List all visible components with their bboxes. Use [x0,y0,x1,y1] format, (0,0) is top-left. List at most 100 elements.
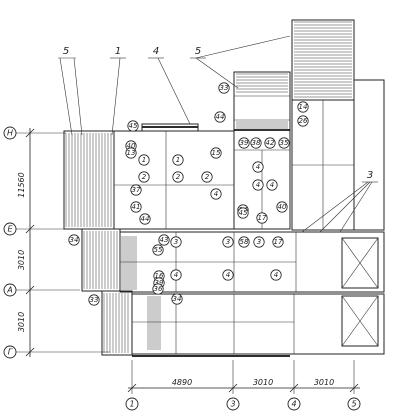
dim-col-3: 3010 [314,378,334,387]
element-mark-icon: 4 [170,269,182,281]
row-axis-bubble-a: А [3,283,17,297]
element-mark-icon: 41 [130,201,142,213]
element-mark-icon: 45 [237,207,249,219]
dim-row-2: 3010 [17,250,26,270]
element-mark-icon: 17 [272,236,284,248]
callout-leaders [58,35,378,233]
element-mark-label: 43 [160,236,169,244]
element-mark-label: 3 [226,238,230,246]
element-mark-icon: 4 [266,179,278,191]
element-mark-icon: 44 [214,111,226,123]
col-axis-bubble-1: 1 [125,397,139,411]
shaft-cross-icon [341,237,379,347]
axis-label: 4 [291,400,296,409]
axis-label: 3 [230,400,235,409]
element-mark-label: 58 [240,238,249,246]
element-mark-icon: 34 [68,234,80,246]
element-mark-label: 41 [132,203,141,211]
element-mark-label: 3 [257,238,261,246]
element-mark-icon: 55 [152,244,164,256]
axis-label: 5 [351,400,356,409]
dim-col-2: 3010 [253,378,273,387]
element-mark-label: 26 [299,117,308,125]
element-mark-icon: 36 [152,283,164,295]
element-mark-icon: 2 [172,171,184,183]
element-mark-label: 44 [216,113,225,121]
element-mark-icon: 33 [88,294,100,306]
element-mark-label: 2 [205,173,210,181]
element-mark-label: 4 [274,271,278,279]
element-mark-icon: 2 [201,171,213,183]
column-axis-lines [131,360,355,394]
col-axis-bubble-4: 4 [287,397,301,411]
element-mark-icon: 17 [256,212,268,224]
callout-5-left: 5 [63,46,69,57]
element-mark-label: 3 [174,238,178,246]
dim-row-1: 11560 [17,172,26,197]
element-mark-label: 1 [176,156,180,164]
callout-1: 1 [115,46,121,57]
building-walls [63,19,385,357]
element-mark-icon: 1 [172,154,184,166]
element-mark-icon: 39 [238,137,250,149]
axis-label: Г [8,348,13,357]
element-mark-label: 4 [256,181,260,189]
element-mark-label: 17 [274,238,283,246]
element-mark-icon: 44 [139,213,151,225]
element-mark-icon: 33 [218,82,230,94]
element-mark-label: 33 [220,84,229,92]
axis-bubble-icon [3,283,17,297]
axis-bubble-icon [347,397,361,411]
row-axis-bubble-e: Е [3,222,17,236]
element-mark-label: 1 [142,156,146,164]
element-mark-icon: 26 [297,115,309,127]
element-mark-label: 39 [155,279,164,287]
element-mark-icon: 1 [138,154,150,166]
element-mark-label: 35 [280,139,289,147]
axis-bubble-icon [226,397,240,411]
element-mark-icon: 4 [252,179,264,191]
element-mark-icon: 14 [297,101,309,113]
element-mark-icon: 2 [138,171,150,183]
element-mark-label: 4 [256,163,260,171]
callout-4: 4 [153,46,159,57]
axis-label: А [6,286,12,295]
element-marks: 3345404439384235142613111522244374441144… [68,82,309,306]
dim-row-3: 3010 [17,312,26,332]
row-axis-bubble-g: Г [3,345,17,359]
stair-hatch-icon [65,21,352,353]
element-mark-icon: 37 [130,184,142,196]
element-mark-label: 39 [240,139,249,147]
axis-label: Е [7,225,13,234]
element-mark-icon: 3 [170,236,182,248]
element-mark-label: 17 [258,214,267,222]
element-mark-label: 13 [127,149,136,157]
element-mark-icon: 45 [127,120,139,132]
element-mark-icon: 4 [210,188,222,200]
axis-bubble-icon [287,397,301,411]
element-mark-label: 45 [129,122,138,130]
horizontal-dimension-chain [127,383,360,393]
element-mark-icon: 38 [250,137,262,149]
element-mark-label: 37 [132,186,141,194]
element-mark-icon: 34 [171,293,183,305]
axis-bubble-icon [3,345,17,359]
axis-label: Н [7,129,13,138]
element-mark-icon: 4 [222,269,234,281]
element-mark-label: 36 [154,285,163,293]
element-mark-icon: 4 [270,269,282,281]
element-mark-icon: 35 [278,137,290,149]
element-mark-icon: 42 [264,137,276,149]
axis-label: 1 [129,400,134,409]
element-mark-label: 4 [214,190,218,198]
element-mark-label: 2 [176,173,181,181]
element-mark-label: 14 [299,103,308,111]
element-mark-label: 44 [141,215,150,223]
element-mark-label: 55 [154,246,163,254]
element-mark-label: 40 [278,203,287,211]
element-mark-label: 4 [174,271,178,279]
element-mark-icon: 40 [276,201,288,213]
element-mark-label: 2 [142,173,147,181]
dim-col-1: 4890 [172,378,192,387]
